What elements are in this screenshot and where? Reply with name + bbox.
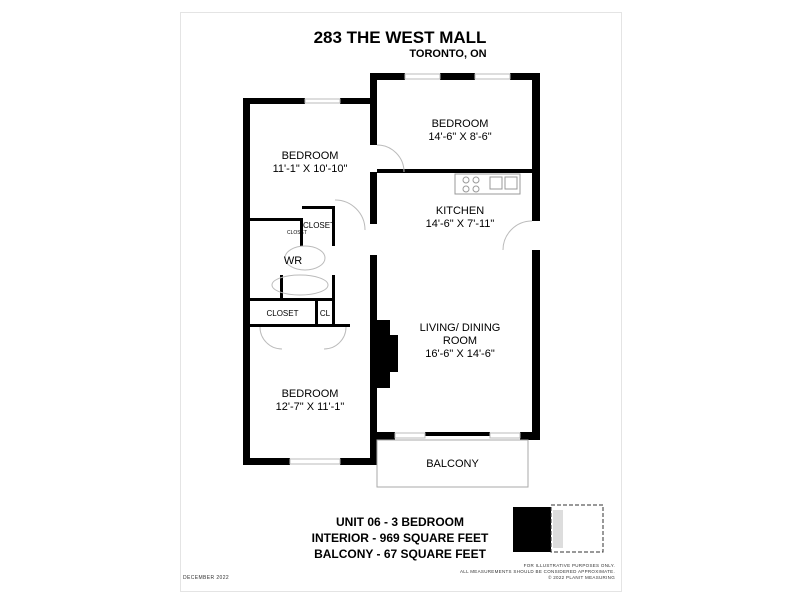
cl-label: CL (319, 309, 331, 318)
disclaimer: FOR ILLUSTRATIVE PURPOSES ONLY.ALL MEASU… (459, 563, 615, 580)
date-label: DECEMBER 2022 (183, 575, 230, 581)
closet-label: CLOSET (302, 221, 335, 230)
page-border (180, 12, 622, 592)
windows-doors (259, 73, 533, 465)
closet-label: CLOSET (266, 309, 299, 318)
balcony-outline (376, 439, 529, 488)
closet-small-label: CLOSET (287, 230, 308, 236)
address-title: 283 THE WEST MALL (313, 28, 487, 47)
walls (243, 73, 540, 465)
city-subtitle: TORONTO, ON (409, 48, 487, 60)
wr-label: WR (283, 255, 303, 267)
kitchen-counter (454, 173, 521, 195)
key-plan (513, 504, 604, 553)
balcony-label: BALCONY (426, 458, 479, 470)
